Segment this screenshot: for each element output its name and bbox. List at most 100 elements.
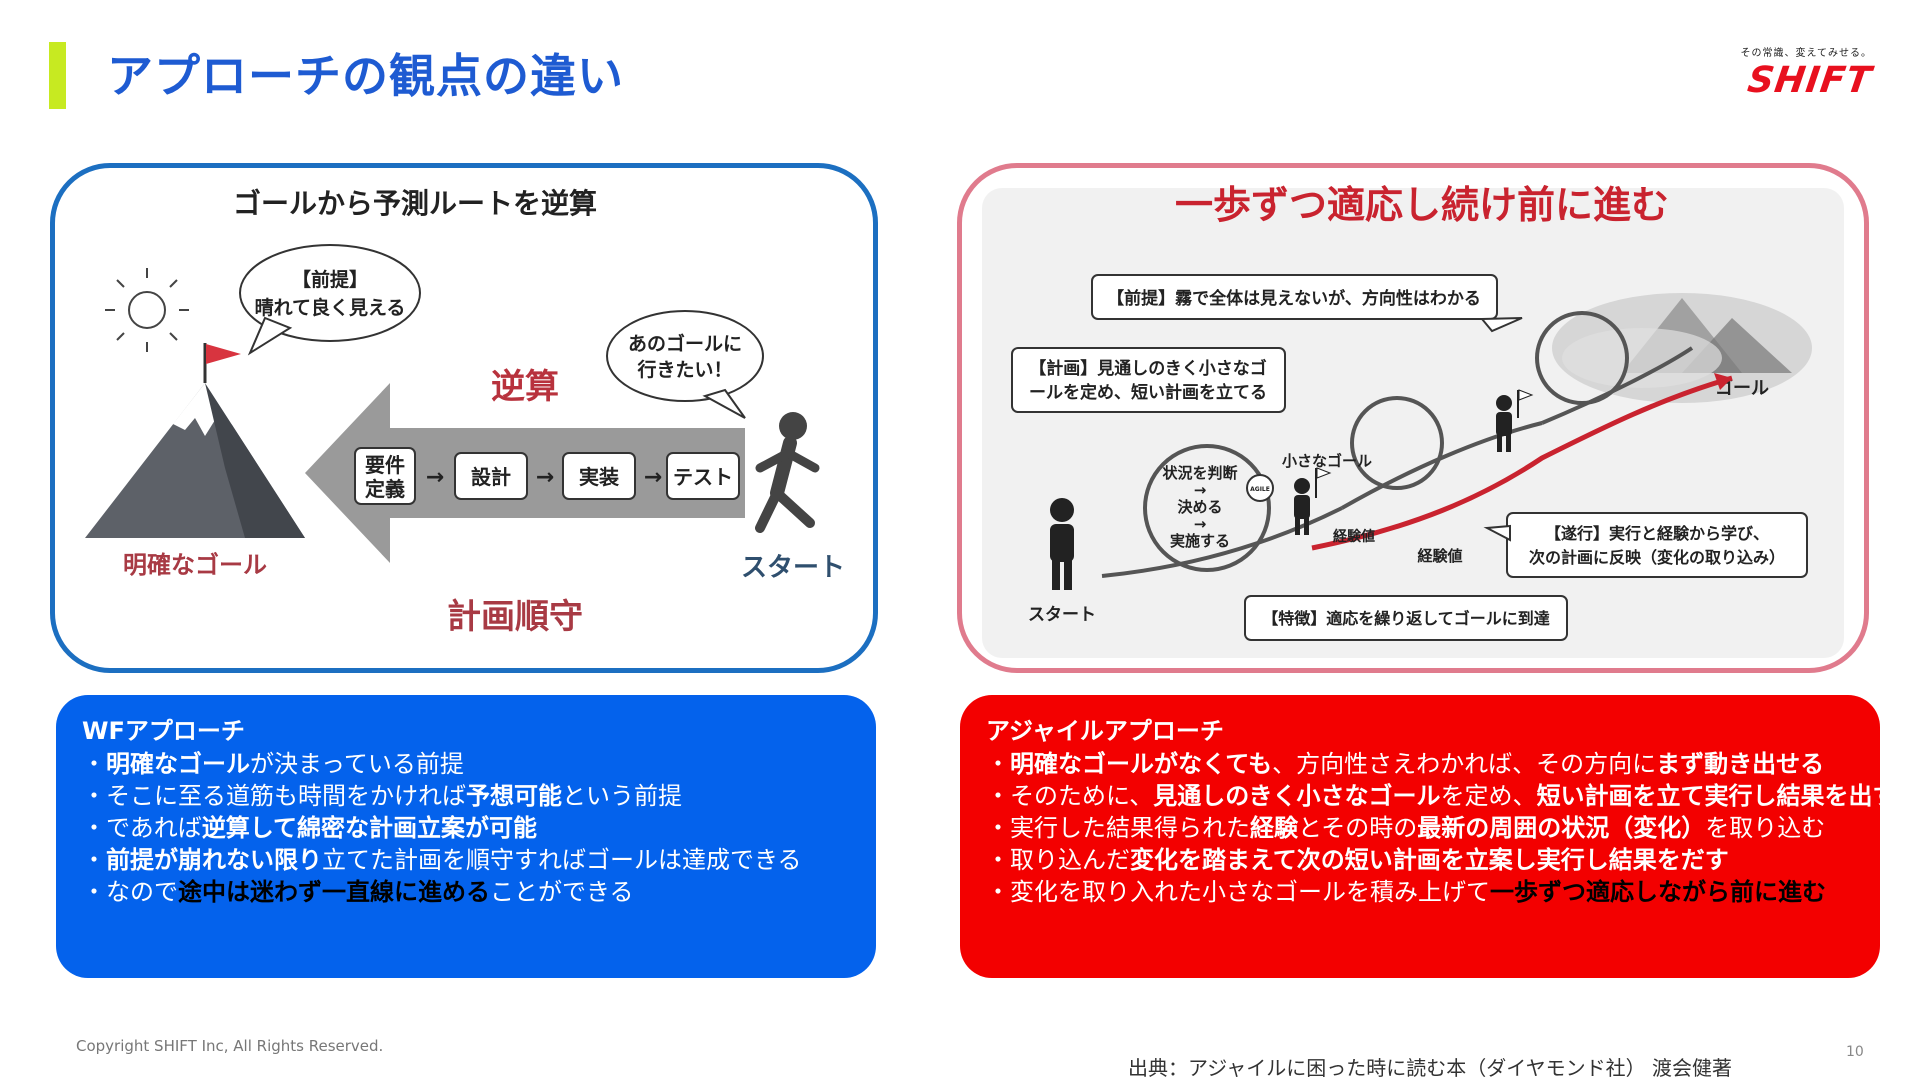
agile-start-label: スタート	[1028, 605, 1096, 625]
bullet-segment: ・変化を取り入れた小さなゴールを積み上げて	[986, 878, 1490, 906]
small-goal-label: 小さなゴール	[1282, 452, 1372, 470]
step-design: 設計	[471, 465, 511, 489]
shift-logo: その常識、変えてみせる。 SHIFT	[1692, 44, 1872, 104]
bullet-segment: 明確なゴールがなくても	[1010, 750, 1272, 778]
svg-text:実施する: 実施する	[1170, 532, 1230, 550]
svg-text:あのゴールに: あのゴールに	[628, 332, 742, 355]
agile-box-title: アジャイルアプローチ	[986, 711, 1854, 746]
bullet-segment: 、方向性さえわかれば、その方向に	[1272, 750, 1656, 778]
bullet-segment: ・そのために、	[986, 782, 1153, 810]
svg-text:次の計画に反映（変化の取り込み）: 次の計画に反映（変化の取り込み）	[1529, 548, 1785, 567]
bullet-item: ・そのために、見通しのきく小さなゴールを定め、短い計画を立て実行し結果を出す	[986, 780, 1854, 812]
bullet-segment: 途中は迷わず一直線に進める	[178, 878, 490, 906]
waterfall-figure: ゴールから予測ルートを逆算 明確なゴール 【前提】 晴れて良く見える	[50, 163, 878, 673]
wf-start-label: スタート	[741, 553, 845, 583]
wf-list: ・明確なゴールが決まっている前提・そこに至る道筋も時間をかければ予想可能という前…	[82, 748, 850, 908]
svg-text:AGILE: AGILE	[1250, 486, 1270, 493]
bullet-segment: 逆算して綿密な計画立案が可能	[202, 814, 537, 842]
page-number: 10	[1846, 1044, 1864, 1060]
bullet-segment: ことができる	[490, 878, 634, 906]
svg-text:【特徴】適応を繰り返してゴールに到達: 【特徴】適応を繰り返してゴールに到達	[1262, 609, 1550, 628]
bullet-item: ・前提が崩れない限り立てた計画を順守すればゴールは達成できる	[82, 844, 850, 876]
svg-text:【遂行】実行と経験から学び、: 【遂行】実行と経験から学び、	[1545, 524, 1769, 543]
svg-text:状況を判断: 状況を判断	[1162, 464, 1237, 482]
bullet-item: ・であれば逆算して綿密な計画立案が可能	[82, 812, 850, 844]
wf-figure-heading: ゴールから予測ルートを逆算	[233, 187, 597, 220]
sun-icon	[105, 268, 189, 352]
bullet-segment: ・であれば	[82, 814, 202, 842]
bullet-segment: ・そこに至る道筋も時間をかければ	[82, 782, 466, 810]
bullet-segment: とその時の	[1298, 814, 1417, 842]
plan-compliance-label: 計画順守	[447, 597, 583, 637]
bullet-segment: ・	[82, 750, 106, 778]
mountain-icon	[85, 383, 305, 538]
agile-approach-box: アジャイルアプローチ ・明確なゴールがなくても、方向性さえわかれば、その方向にま…	[960, 695, 1880, 978]
bullet-item: ・変化を取り入れた小さなゴールを積み上げて一歩ずつ適応しながら前に進む	[986, 876, 1854, 908]
flag-icon	[205, 343, 241, 383]
svg-text:→: →	[1194, 515, 1207, 533]
svg-text:→: →	[536, 465, 554, 490]
bullet-segment: ・取り込んだ	[986, 846, 1130, 874]
logo-tagline: その常識、変えてみせる。	[1741, 44, 1873, 59]
agile-badge-icon: AGILE	[1247, 475, 1273, 501]
agile-list: ・明確なゴールがなくても、方向性さえわかれば、その方向にまず動き出せる・そのため…	[986, 748, 1854, 908]
bullet-segment: 見通しのきく小さなゴール	[1153, 782, 1440, 810]
svg-text:→: →	[426, 465, 444, 490]
svg-text:【前提】霧で全体は見えないが、方向性はわかる: 【前提】霧で全体は見えないが、方向性はわかる	[1107, 288, 1481, 309]
bullet-item: ・明確なゴールがなくても、方向性さえわかれば、その方向にまず動き出せる	[986, 748, 1854, 780]
bullet-segment: を取り込む	[1705, 814, 1825, 842]
svg-text:晴れて良く見える: 晴れて良く見える	[255, 296, 406, 319]
page-title: アプローチの観点の違い	[107, 40, 624, 106]
bullet-segment: 最新の周囲の状況（変化）	[1417, 814, 1705, 842]
svg-text:決める: 決める	[1177, 498, 1222, 516]
bullet-item: ・取り込んだ変化を踏まえて次の短い計画を立案し実行し結果をだす	[986, 844, 1854, 876]
bullet-segment: 変化を踏まえて次の短い計画を立案し実行し結果をだす	[1130, 846, 1729, 874]
wf-goal-label: 明確なゴール	[123, 551, 267, 579]
step-requirements: 要件	[365, 453, 405, 477]
svg-text:ールを定め、短い計画を立てる: ールを定め、短い計画を立てる	[1029, 382, 1267, 403]
bullet-item: ・そこに至る道筋も時間をかければ予想可能という前提	[82, 780, 850, 812]
runner-icon	[760, 412, 815, 528]
premise-speech-bubble: 【前提】 晴れて良く見える	[240, 245, 420, 353]
plan-callout: 【計画】見通しのきく小さなゴ ールを定め、短い計画を立てる	[1012, 348, 1285, 412]
bullet-segment: 予想可能	[466, 782, 562, 810]
bullet-item: ・実行した結果得られた経験とその時の最新の周囲の状況（変化）を取り込む	[986, 812, 1854, 844]
bullet-item: ・なので途中は迷わず一直線に進めることができる	[82, 876, 850, 908]
bullet-segment: 立てた計画を順守すればゴールは達成できる	[322, 846, 802, 874]
bullet-segment: ・	[82, 846, 106, 874]
svg-text:→: →	[1194, 481, 1207, 499]
bullet-segment: 明確なゴール	[106, 750, 250, 778]
bullet-segment: 前提が崩れない限り	[106, 846, 322, 874]
bullet-segment: を定め、	[1441, 782, 1537, 810]
agile-figure-heading: 一歩ずつ適応し続け前に進む	[1175, 183, 1669, 227]
wf-approach-box: WFアプローチ ・明確なゴールが決まっている前提・そこに至る道筋も時間をかければ…	[56, 695, 876, 978]
title-accent-bar	[49, 42, 66, 109]
svg-text:定義: 定義	[365, 477, 405, 501]
svg-text:行きたい！: 行きたい！	[636, 358, 732, 381]
bullet-segment: ・なので	[82, 878, 178, 906]
bullet-segment: まず動き出せる	[1656, 750, 1824, 778]
bullet-segment: 一歩ずつ適応しながら前に進む	[1490, 878, 1826, 906]
bullet-segment: が決まっている前提	[250, 750, 464, 778]
bullet-segment: という前提	[562, 782, 682, 810]
bullet-segment: 経験	[1250, 814, 1298, 842]
source-citation: 出典：アジャイルに困った時に読む本（ダイヤモンド社） 渡会健著	[1128, 1052, 1732, 1080]
execute-callout: 【遂行】実行と経験から学び、 次の計画に反映（変化の取り込み）	[1487, 513, 1807, 577]
bullet-segment: ・実行した結果得られた	[986, 814, 1250, 842]
wish-speech-bubble: あのゴールに 行きたい！	[607, 311, 763, 418]
reverse-label: 逆算	[491, 367, 559, 407]
step-test: テスト	[673, 465, 733, 489]
logo-wordmark: SHIFT	[1746, 60, 1875, 101]
wf-box-title: WFアプローチ	[82, 711, 850, 746]
foggy-mountain-icon	[1552, 293, 1812, 403]
feature-callout: 【特徴】適応を繰り返してゴールに到達	[1245, 596, 1567, 640]
bullet-segment: 短い計画を立て実行し結果を出す	[1537, 782, 1897, 810]
copyright: Copyright SHIFT Inc, All Rights Reserved…	[76, 1037, 383, 1055]
experience-label-1: 経験値	[1333, 528, 1375, 545]
svg-text:→: →	[644, 465, 662, 490]
agile-figure: 一歩ずつ適応し続け前に進む ゴール 【前提】霧で全体は見えないが、方向性はわかる…	[957, 163, 1869, 673]
experience-label-2: 経験値	[1417, 547, 1462, 565]
svg-text:【計画】見通しのきく小さなゴ: 【計画】見通しのきく小さなゴ	[1029, 358, 1267, 379]
bullet-item: ・明確なゴールが決まっている前提	[82, 748, 850, 780]
step-implementation: 実装	[579, 465, 619, 489]
